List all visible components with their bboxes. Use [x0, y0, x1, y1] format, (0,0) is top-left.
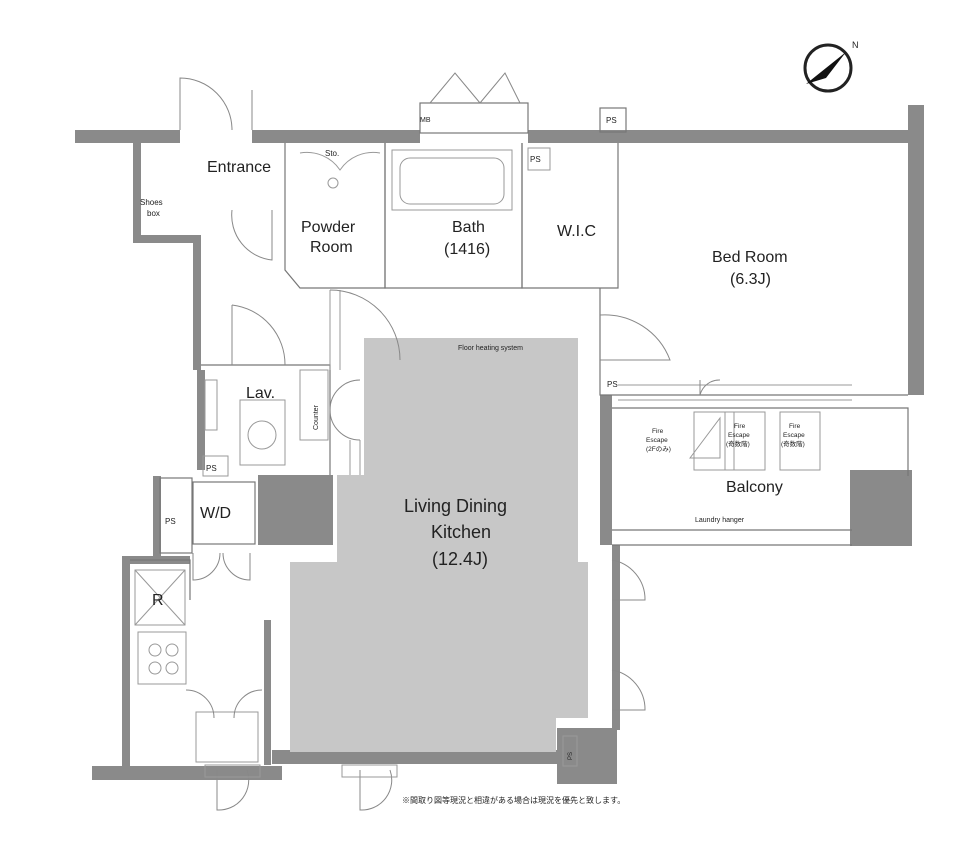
doors — [148, 72, 821, 811]
fire-escape-1-line-2: Escape — [646, 437, 668, 444]
ps-label-wd: PS — [165, 517, 176, 526]
labels: MB PS PS PS PS PS Entrance Shoes box Sto… — [140, 116, 805, 805]
bed-room-label-1: Bed Room — [712, 249, 788, 266]
ps-label-top: PS — [606, 116, 617, 125]
ps-label-bed: PS — [607, 380, 618, 389]
mb-label: MB — [420, 117, 431, 124]
ps-label-lav: PS — [206, 464, 217, 473]
ldk-label-2: Kitchen — [431, 522, 491, 542]
laundry-hanger-label: Laundry hanger — [695, 517, 745, 524]
walls — [75, 102, 924, 784]
lav-label: Lav. — [246, 385, 275, 402]
entrance-label: Entrance — [207, 159, 271, 176]
fire-escape-2-line-1: Fire — [734, 423, 746, 430]
shoes-box-label-1: Shoes — [140, 198, 163, 207]
fire-escape-2-line-3: (奇数階) — [726, 439, 750, 448]
sto-label: Sto. — [325, 149, 339, 158]
bed-room-label-2: (6.3J) — [730, 271, 771, 288]
interior-lines — [130, 143, 909, 767]
ldk-label-1: Living Dining — [404, 496, 507, 516]
fire-escape-1-line-3: (2Fのみ) — [646, 445, 671, 453]
svg-text:N: N — [852, 40, 859, 50]
ldk-label-3: (12.4J) — [432, 549, 488, 569]
compass-icon: N — [803, 40, 859, 93]
footnote: ※間取り図等現況と相違がある場合は現況を優先と致します。 — [402, 795, 625, 805]
wd-label: W/D — [200, 505, 231, 522]
ps-label-bath: PS — [530, 155, 541, 164]
ldk-floor — [290, 338, 588, 752]
ps-label-bottom: PS — [568, 752, 574, 760]
fire-escape-3-line-2: Escape — [783, 432, 805, 439]
shoes-box-label-2: box — [147, 209, 160, 218]
refrigerator-label: R — [152, 592, 164, 609]
powder-room-label-2: Room — [310, 239, 353, 256]
bath-label-1: Bath — [452, 219, 485, 236]
balcony-label: Balcony — [726, 479, 783, 496]
fire-escape-3-line-1: Fire — [789, 423, 801, 430]
fire-escape-3-line-3: (奇数階) — [781, 439, 805, 448]
floor-heating-label: Floor heating system — [458, 345, 523, 352]
bath-label-2: (1416) — [444, 241, 490, 258]
fire-escape-1-line-1: Fire — [652, 428, 664, 435]
counter-label: Counter — [313, 404, 320, 430]
wic-label: W.I.C — [557, 223, 596, 240]
fire-escape-2-line-2: Escape — [728, 432, 750, 439]
powder-room-label-1: Powder — [301, 219, 356, 236]
